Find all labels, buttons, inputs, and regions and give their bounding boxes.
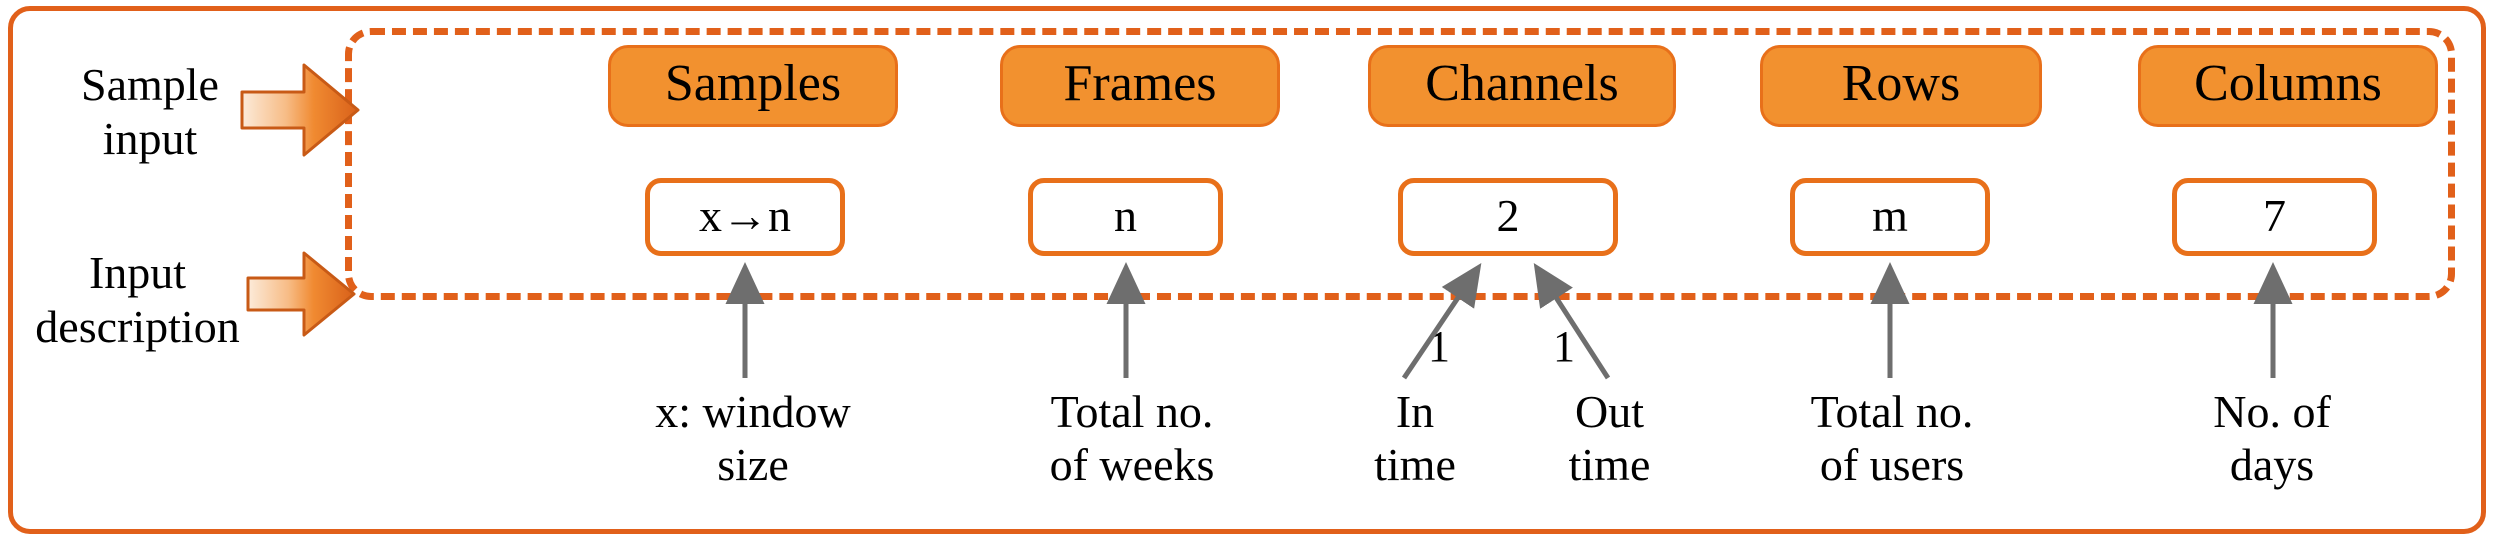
description-columns: No. of days [2213, 386, 2331, 491]
row-label-sample-input: Sample input [81, 59, 219, 165]
header-box-channels[interactable]: Channels [1368, 45, 1676, 127]
description-frames: Total no. of weeks [1049, 386, 1215, 491]
row-label-input-description: Input description [35, 247, 240, 353]
header-box-rows[interactable]: Rows [1760, 45, 2042, 127]
value-box-rows[interactable]: m [1790, 178, 1990, 256]
header-box-samples[interactable]: Samples [608, 45, 898, 127]
value-box-samples[interactable]: x→n [645, 178, 845, 256]
value-box-columns[interactable]: 7 [2172, 178, 2377, 256]
block-arrow-right-icon-input-description [246, 250, 356, 338]
description-samples: x: window size [655, 386, 851, 491]
header-box-columns[interactable]: Columns [2138, 45, 2438, 127]
block-arrow-right-icon-sample-input [240, 62, 360, 158]
header-box-frames[interactable]: Frames [1000, 45, 1280, 127]
sample-input-group-box [345, 28, 2455, 300]
figure-outer-border [8, 6, 2486, 534]
connector-count-in-time: 1 [1428, 322, 1450, 371]
description-out-time: Out time [1568, 386, 1651, 491]
connector-count-out-time: 1 [1553, 322, 1575, 371]
value-box-channels[interactable]: 2 [1398, 178, 1618, 256]
value-box-frames[interactable]: n [1028, 178, 1223, 256]
description-in-time: In time [1374, 386, 1456, 491]
description-rows: Total no. of users [1810, 386, 1974, 491]
